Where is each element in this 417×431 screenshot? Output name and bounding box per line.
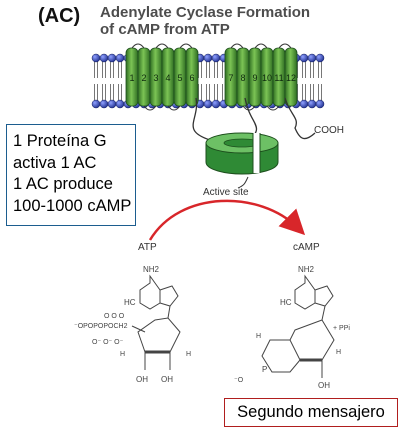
active-site-label: Active site	[203, 187, 249, 198]
lipid-head	[299, 99, 309, 109]
helix-number-label: 2	[141, 73, 146, 83]
figure-title-line1: Adenylate Cyclase Formation	[100, 4, 311, 21]
helix-number-label: 1	[129, 73, 134, 83]
helix-loop	[230, 43, 244, 49]
lipid-head	[315, 53, 325, 63]
lipid-head	[99, 53, 109, 63]
lipid-head	[203, 53, 213, 63]
camp-oh: OH	[318, 381, 330, 390]
camp-structure: NH2 HC + PPi P ⁻O OH H H	[234, 265, 350, 390]
camp-p: P	[262, 365, 267, 374]
helix-loop	[167, 105, 181, 111]
helix-loop	[266, 105, 280, 111]
helix-number-label: 10	[262, 73, 272, 83]
helix-loop	[179, 43, 193, 49]
helix-number-label: 9	[252, 73, 257, 83]
atp-hc: HC	[124, 298, 136, 307]
lipid-head	[211, 99, 221, 109]
note-line-1: 1 Proteína G	[13, 132, 107, 150]
camp-hc: HC	[280, 298, 292, 307]
lipid-head	[203, 99, 213, 109]
helix-loop	[278, 43, 292, 49]
helix-number-label: 8	[240, 73, 245, 83]
camp-o-minus: ⁻O	[234, 377, 244, 384]
active-site-pointer	[237, 176, 249, 189]
lipid-head	[115, 53, 125, 63]
lipid-head	[299, 53, 309, 63]
atp-h-1: H	[120, 351, 125, 358]
lipid-head	[211, 53, 221, 63]
second-messenger-box: Segundo mensajero	[224, 398, 398, 427]
camp-nh2: NH2	[298, 265, 315, 274]
atp-oh-2: OH	[161, 375, 173, 384]
note-line-4: 100-1000 cAMP	[13, 196, 132, 215]
atp-h-2: H	[186, 351, 191, 358]
note-box: 1 Proteína G activa 1 AC 1 AC produce 10…	[6, 124, 136, 226]
lipid-head	[107, 99, 117, 109]
helix-number-label: 4	[165, 73, 170, 83]
atp-nh2: NH2	[143, 265, 160, 274]
catalytic-domain	[205, 132, 279, 175]
camp-h-1: H	[336, 349, 341, 356]
cooh-label: COOH	[314, 125, 344, 136]
helix-loop	[155, 43, 169, 49]
cytoplasmic-loop	[192, 97, 211, 141]
lipid-head	[115, 99, 125, 109]
atp-label: ATP	[138, 242, 157, 253]
helix-number-label: 3	[153, 73, 158, 83]
lipid-head	[307, 53, 317, 63]
c-terminal-tail	[284, 97, 316, 140]
reaction-arrow	[148, 199, 306, 241]
atp-phosphate-formula: ⁻OPOPOPOCH2	[74, 323, 128, 330]
lipid-head	[99, 99, 109, 109]
figure-title-line2: of cAMP from ATP	[100, 21, 230, 38]
helix-number-label: 6	[189, 73, 194, 83]
atp-oh-1: OH	[136, 375, 148, 384]
helix-loop	[143, 105, 157, 111]
helix-loop	[254, 43, 268, 49]
atp-phosphate-o: O O O	[104, 313, 125, 320]
helix-number-label: 11	[274, 73, 283, 83]
lipid-head	[91, 53, 101, 63]
lipid-head	[91, 99, 101, 109]
lipid-head	[307, 99, 317, 109]
atp-structure: NH2 HC OH OH O O O ⁻OPOPOPOCH2 O⁻ O⁻ O⁻ …	[74, 265, 191, 384]
helix-loop	[131, 43, 145, 49]
camp-ppi: + PPi	[333, 325, 350, 332]
helix-number-label: 12	[286, 73, 296, 83]
note-line-3: 1 AC produce	[13, 175, 113, 193]
helix-number-label: 5	[177, 73, 182, 83]
camp-h-2: H	[256, 333, 261, 340]
camp-label: cAMP	[293, 242, 320, 253]
note-line-2: activa 1 AC	[13, 153, 97, 172]
lipid-head	[315, 99, 325, 109]
lipid-head	[107, 53, 117, 63]
helix-number-label: 7	[228, 73, 233, 83]
section-label: (AC)	[38, 5, 81, 27]
atp-o-minus: O⁻ O⁻ O⁻	[92, 339, 124, 346]
